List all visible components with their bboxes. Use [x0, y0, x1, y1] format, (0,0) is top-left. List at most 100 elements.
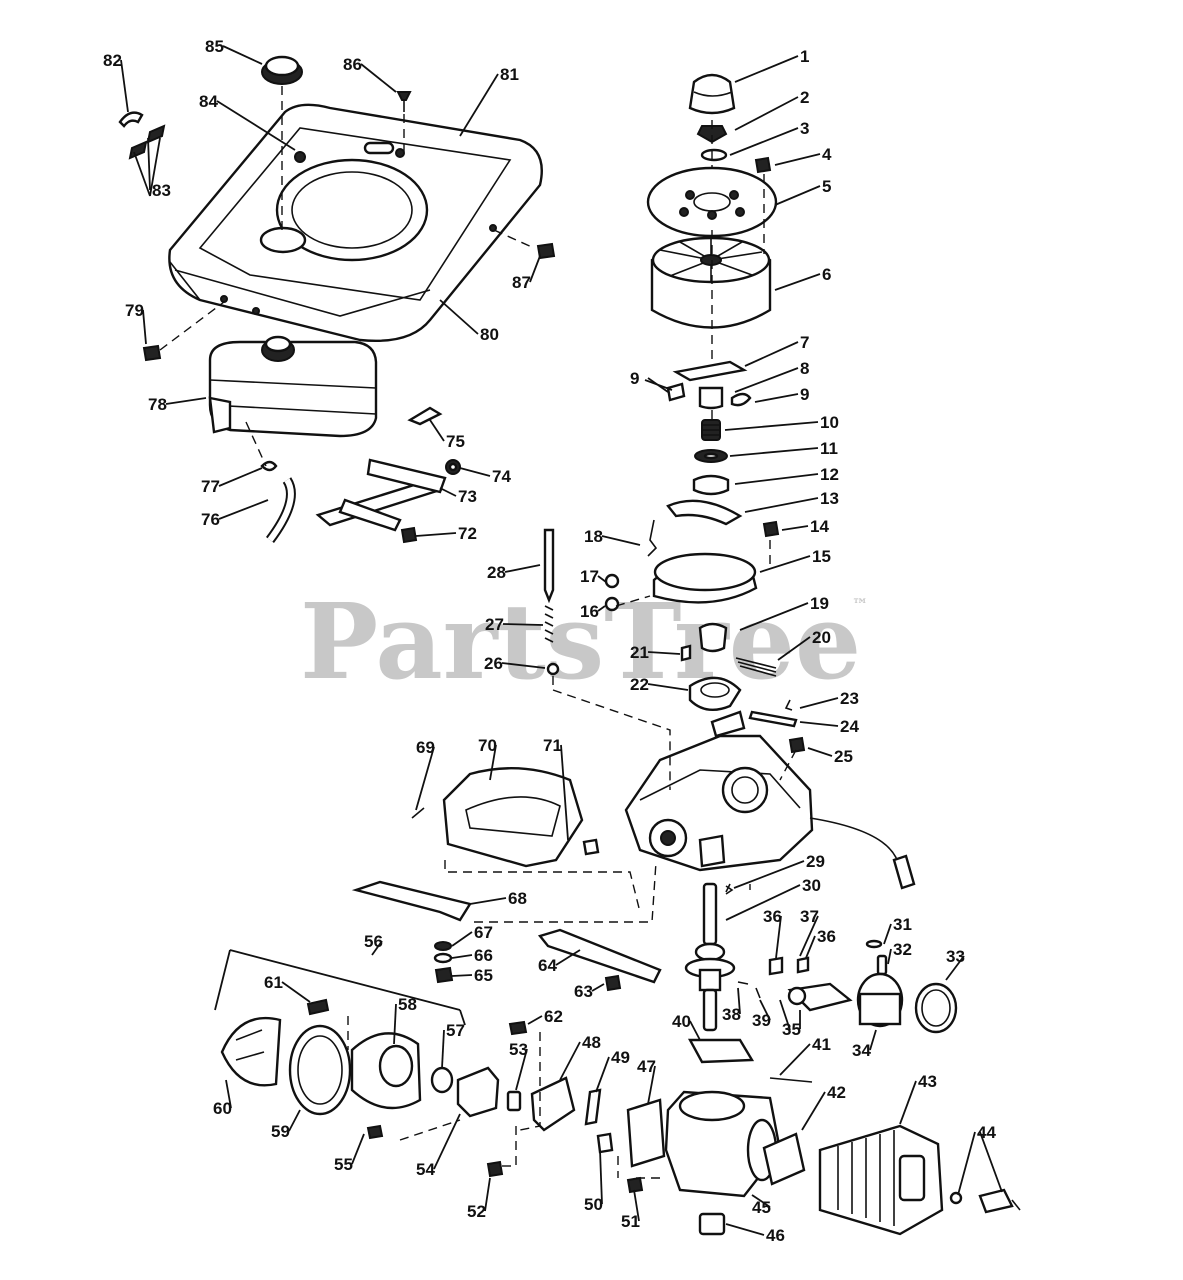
callout-65: 65 [451, 966, 493, 985]
callout-number: 58 [398, 995, 417, 1014]
callout-number: 40 [672, 1012, 691, 1031]
callout-43: 43 [899, 1072, 937, 1125]
callout-number: 81 [500, 65, 519, 84]
callout-11: 11 [729, 439, 838, 458]
callout-85: 85 [205, 37, 263, 65]
callout-leader [729, 127, 799, 156]
callout-number: 6 [822, 265, 831, 284]
callout-71: 71 [543, 736, 569, 841]
callout-number: 73 [458, 487, 477, 506]
callout-number: 60 [213, 1099, 232, 1118]
watermark-trademark: ™ [852, 595, 868, 614]
watermark: PartsTree ™ [300, 580, 868, 703]
callout-leader [734, 367, 799, 393]
callout-77: 77 [201, 467, 263, 496]
callout-78: 78 [148, 395, 207, 414]
callout-leader [734, 55, 799, 83]
callout-leader [774, 185, 821, 206]
callout-leader [799, 915, 819, 957]
callout-number: 11 [820, 439, 838, 458]
callout-number: 42 [827, 1083, 846, 1102]
assembly-dashed-lines [159, 86, 797, 1179]
callout-58: 58 [393, 995, 417, 1045]
callout-leader [779, 1043, 811, 1076]
callout-number: 68 [508, 889, 527, 908]
callout-leader [801, 1091, 826, 1131]
callout-61: 61 [264, 973, 311, 1003]
governor-and-throttle-parts [543, 519, 806, 754]
callout-number: 9 [800, 385, 809, 404]
callout-leader [754, 393, 799, 403]
callout-number: 14 [810, 517, 829, 536]
callout-number: 35 [782, 1020, 801, 1039]
callout-leader [502, 623, 544, 626]
callout-number: 70 [478, 736, 497, 755]
callout-19: 19 [739, 594, 829, 631]
callout-leader [218, 499, 269, 520]
callout-number: 22 [630, 675, 649, 694]
callout-leader [393, 1003, 397, 1045]
callout-leader [489, 744, 497, 781]
callout-leader [689, 1020, 701, 1041]
callout-leader [451, 954, 473, 959]
callout-number: 57 [446, 1021, 465, 1040]
callout-3: 3 [729, 119, 809, 156]
callout-leader [225, 1079, 232, 1109]
callout-51: 51 [621, 1189, 640, 1231]
crankcase-assembly [624, 710, 916, 890]
callout-number: 77 [201, 477, 220, 496]
callout-leader [945, 955, 965, 981]
callout-37: 37 [799, 907, 819, 957]
callout-number: 21 [630, 643, 649, 662]
callout-leader [807, 747, 833, 757]
callout-number: 64 [538, 956, 557, 975]
callout-number: 36 [817, 927, 836, 946]
callout-34: 34 [852, 1029, 877, 1060]
callout-9: 9 [754, 385, 809, 404]
callout-leader [759, 555, 811, 573]
callout-number: 4 [822, 145, 832, 164]
callout-leader [459, 73, 499, 137]
callout-8: 8 [734, 359, 809, 393]
callout-79: 79 [125, 301, 147, 345]
callout-leader [729, 447, 819, 457]
part-drawings [118, 55, 1021, 1236]
callout-number: 76 [201, 510, 220, 529]
callout-16: 16 [580, 602, 606, 621]
callout-leader [647, 1065, 656, 1105]
callout-17: 17 [580, 567, 607, 586]
callout-number: 18 [584, 527, 603, 546]
callout-leader [774, 153, 821, 166]
callout-leader [733, 860, 805, 889]
callout-number: 20 [812, 628, 831, 647]
callout-2: 2 [734, 88, 809, 131]
callout-leader [439, 299, 479, 335]
callout-leader [599, 1149, 603, 1205]
callout-53: 53 [509, 1040, 528, 1091]
callout-number: 8 [800, 359, 809, 378]
callout-number: 3 [800, 119, 809, 138]
callout-leader [441, 1029, 445, 1069]
callout-63: 63 [574, 982, 605, 1001]
callout-leader [777, 636, 811, 661]
callout-leader [415, 532, 457, 537]
callout-24: 24 [799, 717, 859, 736]
callout-leader [560, 744, 569, 841]
callout-number: 53 [509, 1040, 528, 1059]
callout-70: 70 [478, 736, 497, 781]
engine-cover-shroud [168, 103, 543, 342]
callout-74: 74 [459, 467, 511, 486]
callout-number: 48 [582, 1033, 601, 1052]
callout-15: 15 [759, 547, 831, 573]
callout-leader-extra [149, 137, 161, 197]
callout-36: 36 [805, 927, 836, 959]
callout-number: 34 [852, 1041, 871, 1060]
callout-number: 83 [152, 181, 171, 200]
callout-number: 84 [199, 92, 218, 111]
callout-number: 37 [800, 907, 819, 926]
callout-leader-extra [979, 1131, 1003, 1193]
callout-leader [439, 487, 457, 497]
callout-number: 47 [637, 1057, 656, 1076]
callout-87: 87 [512, 255, 541, 292]
